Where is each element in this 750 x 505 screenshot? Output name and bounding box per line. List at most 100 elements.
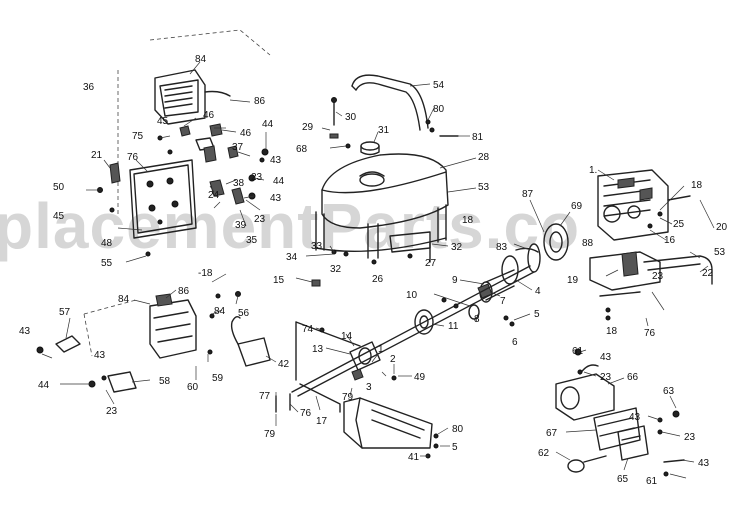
panel-receptacles	[97, 148, 269, 257]
spark-arrestor-62	[567, 455, 607, 473]
label-18: 18	[462, 215, 474, 226]
label-23: 23	[251, 172, 263, 183]
label-76-c: 76	[300, 408, 312, 419]
end-bell-14	[349, 341, 381, 381]
label-69: 69	[571, 201, 583, 212]
label-54: 54	[433, 80, 445, 91]
handle-bolts	[329, 97, 459, 149]
label-34: 34	[286, 252, 298, 263]
lower-left-parts	[36, 291, 241, 393]
label-39: 39	[235, 220, 247, 231]
label-26: 26	[372, 274, 384, 285]
label-35: 35	[246, 235, 258, 246]
label-18-d: -18	[198, 268, 213, 279]
label-32: 32	[451, 242, 463, 253]
label-8: 8	[474, 314, 480, 325]
label-60: 60	[187, 382, 199, 393]
label-18-c: 18	[606, 326, 618, 337]
blower-housing-69	[543, 223, 569, 261]
label-61-b: 61	[646, 476, 658, 487]
label-32-b: 32	[330, 264, 342, 275]
panel-component-21	[109, 162, 121, 184]
label-10: 10	[406, 290, 418, 301]
label-43-d: 43	[94, 350, 106, 361]
label-45: 45	[157, 116, 169, 127]
label-84: 84	[195, 54, 207, 65]
label-48: 48	[101, 238, 113, 249]
label-84-b: 84	[118, 294, 130, 305]
label-23-c: 23	[652, 271, 664, 282]
label-87: 87	[522, 189, 534, 200]
label-43-f: 43	[629, 412, 641, 423]
label-25: 25	[673, 219, 685, 230]
label-88: 88	[582, 238, 594, 249]
label-58: 58	[159, 376, 171, 387]
label-75: 75	[132, 131, 144, 142]
label-41: 41	[408, 452, 420, 463]
label-76: 76	[127, 152, 139, 163]
label-55: 55	[101, 258, 113, 269]
label-21: 21	[91, 150, 103, 161]
part-labels: 84 36 86 45 46 75 46 44 37 43 21 76 23 4…	[19, 54, 728, 487]
label-76-b: 76	[644, 328, 656, 339]
label-46-b: 46	[240, 128, 252, 139]
label-43-g: 43	[698, 458, 710, 469]
panel-group-outline	[149, 29, 271, 56]
label-44-c: 44	[38, 380, 50, 391]
label-9: 9	[452, 275, 458, 286]
label-1-b: 1	[378, 344, 384, 355]
muffler-hardware	[657, 410, 685, 477]
label-43-e: 43	[600, 352, 612, 363]
engine-1	[597, 169, 691, 241]
tank-hardware	[331, 241, 431, 265]
label-4: 4	[535, 286, 541, 297]
label-43-b: 43	[270, 193, 282, 204]
label-53-b: 53	[714, 247, 726, 258]
label-31: 31	[378, 125, 390, 136]
watermark-text: placementParts.co	[0, 190, 580, 262]
label-36: 36	[83, 82, 95, 93]
label-16: 16	[664, 235, 676, 246]
label-14: 14	[341, 331, 353, 342]
muffler-bracket-65	[617, 425, 649, 461]
label-77: 77	[259, 391, 271, 402]
label-18-b: 18	[691, 180, 703, 191]
label-24: 24	[208, 190, 220, 201]
label-23-d: 23	[106, 406, 118, 417]
label-11: 11	[448, 321, 459, 332]
label-63: 63	[663, 386, 675, 397]
control-box-84	[154, 69, 231, 125]
label-7: 7	[500, 296, 506, 307]
label-86-b: 86	[178, 286, 190, 297]
label-3: 3	[366, 382, 372, 393]
label-6: 6	[512, 337, 518, 348]
label-45-b: 45	[53, 211, 65, 222]
label-17: 17	[316, 416, 328, 427]
label-28: 28	[478, 152, 490, 163]
muffler-66	[555, 348, 615, 421]
label-79-b: 79	[342, 392, 354, 403]
label-62: 62	[538, 448, 550, 459]
label-59: 59	[212, 373, 224, 384]
label-61: 61	[572, 346, 584, 357]
label-38: 38	[233, 178, 245, 189]
engine-base-frame	[589, 211, 713, 321]
alternator-shaft	[291, 265, 535, 397]
label-79: 79	[264, 429, 276, 440]
label-37: 37	[232, 142, 244, 153]
fuel-cap-31	[360, 141, 380, 156]
label-23-e: 23	[600, 372, 612, 383]
leader-lines	[41, 61, 715, 479]
label-50: 50	[53, 182, 65, 193]
label-66: 66	[627, 372, 639, 383]
small-bolts-center	[275, 279, 515, 459]
label-44: 44	[262, 119, 274, 130]
label-15: 15	[273, 275, 285, 286]
label-43: 43	[270, 155, 282, 166]
label-29: 29	[302, 122, 314, 133]
capacitor-42	[230, 315, 271, 367]
label-27: 27	[425, 258, 437, 269]
label-65: 65	[617, 474, 629, 485]
label-80: 80	[433, 104, 445, 115]
